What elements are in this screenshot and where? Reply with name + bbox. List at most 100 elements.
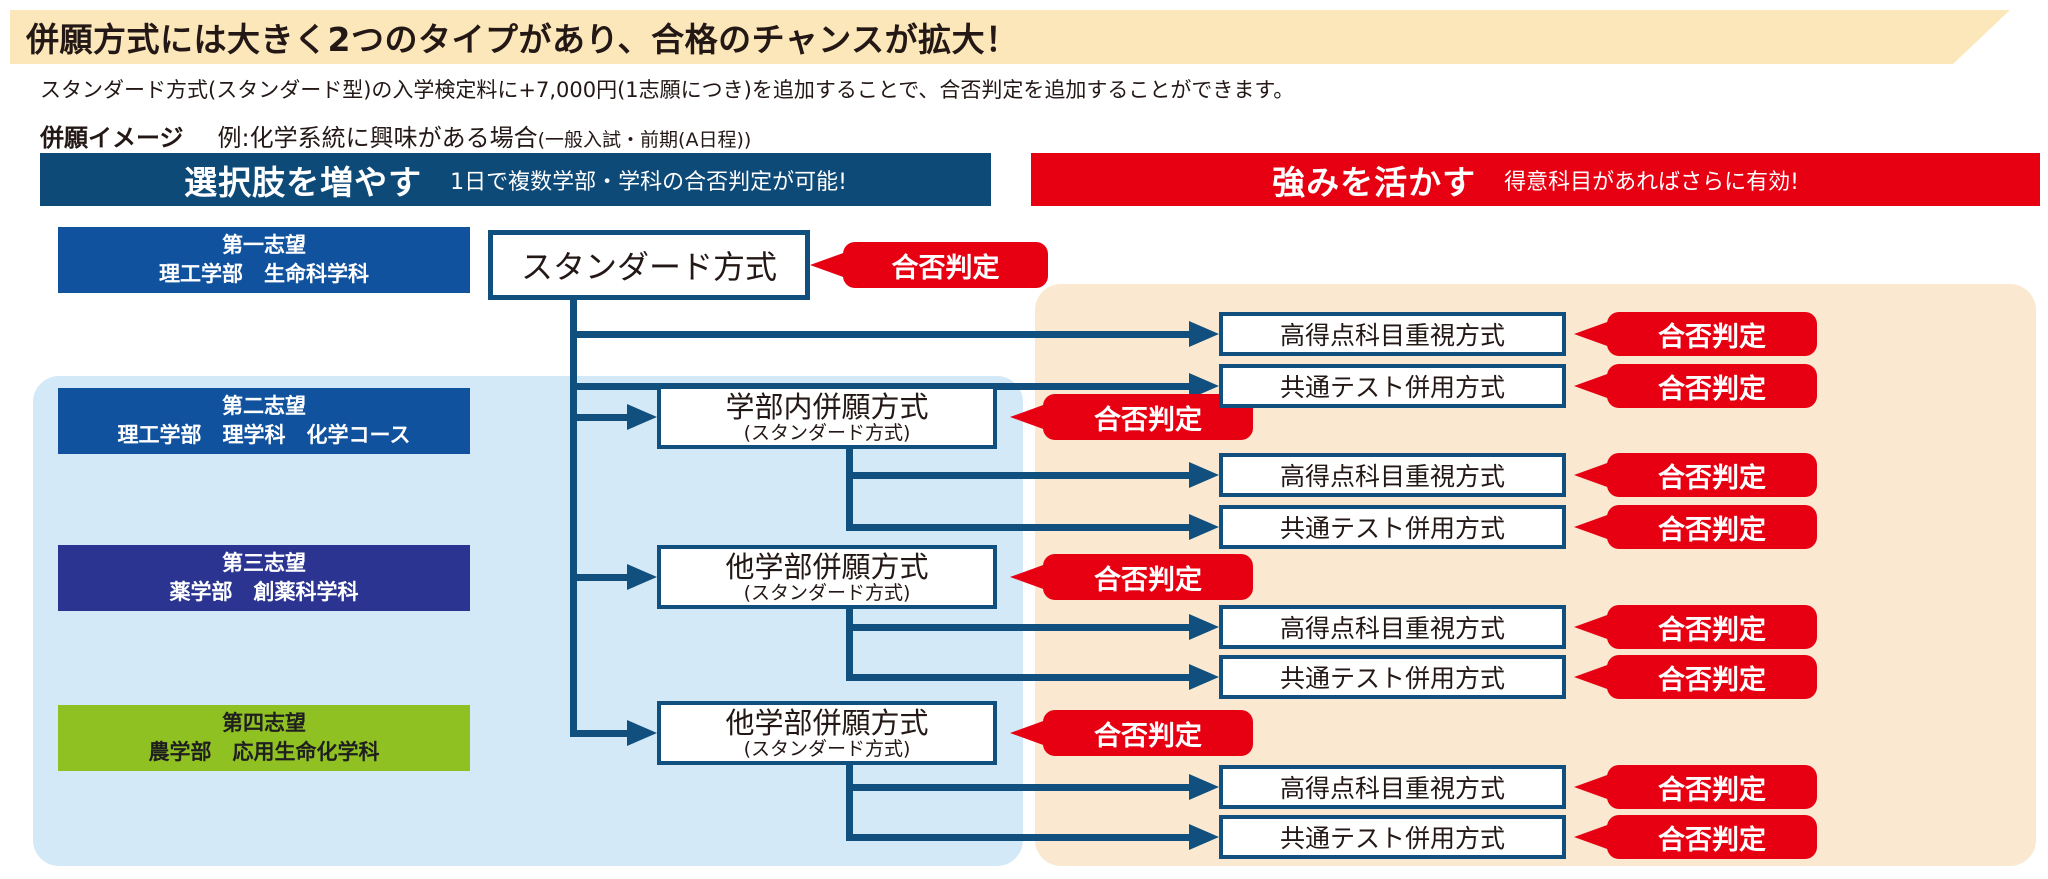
choice-box-3: 第三志望 薬学部 創薬科学科 <box>58 545 470 611</box>
method-2-subtitle: (スタンダード方式) <box>743 582 911 604</box>
submethod-g3-score: 高得点科目重視方式 <box>1219 605 1566 649</box>
submethod-g1-score: 高得点科目重視方式 <box>1219 312 1566 356</box>
submethod-label: 共通テスト併用方式 <box>1279 824 1505 853</box>
standard-method-box: スタンダード方式 <box>488 230 810 300</box>
branch-g3-common <box>846 674 1192 681</box>
branch-g4-score <box>846 784 1192 791</box>
choice-1-rank: 第一志望 <box>222 233 306 257</box>
branch-method-3 <box>570 730 630 737</box>
result-badge-method-3: 合否判定 <box>1043 710 1253 756</box>
submethod-g1-common: 共通テスト併用方式 <box>1219 364 1566 408</box>
example-label: 併願イメージ <box>40 124 184 152</box>
example-note: (一般入試・前期(A日程)) <box>537 129 752 151</box>
choice-1-dept: 理工学部 生命科学科 <box>159 262 369 286</box>
submethod-label: 共通テスト併用方式 <box>1279 514 1505 543</box>
submethod-label: 共通テスト併用方式 <box>1279 664 1505 693</box>
method-box-other-faculty-1: 他学部併願方式 (スタンダード方式) <box>657 545 997 609</box>
standard-method-label: スタンダード方式 <box>520 248 777 286</box>
result-badge-label: 合否判定 <box>1658 462 1766 494</box>
branch-g1-score <box>570 331 1192 338</box>
example-case: 例:化学系統に興味がある場合 <box>217 124 538 152</box>
method-2-title: 他学部併願方式 <box>725 550 929 584</box>
branch-method-1 <box>570 414 630 421</box>
arrowhead-g4-score <box>1189 774 1219 800</box>
result-badge-method-2: 合否判定 <box>1043 554 1253 600</box>
branch-g2-common <box>846 524 1192 531</box>
result-badge-label: 合否判定 <box>1658 664 1766 696</box>
choice-2-dept: 理工学部 理学科 化学コース <box>117 423 411 447</box>
arrowhead-g4-common <box>1189 824 1219 850</box>
header-left-subtitle: 1日で複数学部・学科の合否判定が可能! <box>450 169 847 195</box>
arrowhead-g1-score <box>1189 321 1219 347</box>
trunk-line <box>570 297 577 737</box>
arrowhead-g3-score <box>1189 614 1219 640</box>
result-badge-g3-common: 合否判定 <box>1607 655 1817 699</box>
submethod-g4-score: 高得点科目重視方式 <box>1219 765 1566 809</box>
stub-line-method-3 <box>846 765 853 841</box>
method-box-within-faculty: 学部内併願方式 (スタンダード方式) <box>657 385 997 449</box>
description-text: スタンダード方式(スタンダード型)の入学検定料に+7,000円(1志願につき)を… <box>40 78 1295 102</box>
method-box-other-faculty-2: 他学部併願方式 (スタンダード方式) <box>657 701 997 765</box>
submethod-g3-common: 共通テスト併用方式 <box>1219 655 1566 699</box>
choice-4-rank: 第四志望 <box>222 711 306 735</box>
submethod-label: 共通テスト併用方式 <box>1279 373 1505 402</box>
method-3-subtitle: (スタンダード方式) <box>743 738 911 760</box>
header-right-subtitle: 得意科目があればさらに有効! <box>1504 169 1799 195</box>
choice-3-rank: 第三志望 <box>222 551 306 575</box>
choice-box-4: 第四志望 農学部 応用生命化学科 <box>58 705 470 771</box>
stub-line-method-1 <box>846 449 853 531</box>
arrowhead-g3-common <box>1189 664 1219 690</box>
result-badge-g2-score: 合否判定 <box>1607 453 1817 497</box>
result-badge-label: 合否判定 <box>891 252 1000 284</box>
method-1-title: 学部内併願方式 <box>725 390 929 424</box>
choice-2-rank: 第二志望 <box>222 394 306 418</box>
header-increase-options: 選択肢を増やす 1日で複数学部・学科の合否判定が可能! <box>40 153 991 206</box>
result-badge-method-1: 合否判定 <box>1043 394 1253 440</box>
result-badge-label: 合否判定 <box>1658 373 1766 405</box>
result-badge-label: 合否判定 <box>1658 514 1766 546</box>
result-badge-label: 合否判定 <box>1094 720 1202 752</box>
branch-g2-score <box>846 472 1192 479</box>
arrowhead-method-1 <box>627 404 657 430</box>
choice-3-dept: 薬学部 創薬科学科 <box>169 580 359 604</box>
result-badge-g1-common: 合否判定 <box>1607 364 1817 408</box>
example-line: 併願イメージ 例:化学系統に興味がある場合 (一般入試・前期(A日程)) <box>40 118 751 153</box>
result-badge-g2-common: 合否判定 <box>1607 505 1817 549</box>
result-badge-label: 合否判定 <box>1658 614 1766 646</box>
result-badge-label: 合否判定 <box>1658 774 1766 806</box>
branch-method-2 <box>570 574 630 581</box>
choice-box-1: 第一志望 理工学部 生命科学科 <box>58 227 470 293</box>
arrowhead-method-3 <box>627 720 657 746</box>
branch-g3-score <box>846 624 1192 631</box>
submethod-label: 高得点科目重視方式 <box>1279 774 1505 803</box>
method-3-title: 他学部併願方式 <box>725 706 929 740</box>
result-badge-g3-score: 合否判定 <box>1607 605 1817 649</box>
arrowhead-g2-common <box>1189 514 1219 540</box>
result-badge-g1-score: 合否判定 <box>1607 312 1817 356</box>
arrowhead-method-2 <box>627 564 657 590</box>
branch-g4-common <box>846 834 1192 841</box>
result-badge-label: 合否判定 <box>1094 564 1202 596</box>
arrowhead-g2-score <box>1189 462 1219 488</box>
method-1-subtitle: (スタンダード方式) <box>743 422 911 444</box>
submethod-g4-common: 共通テスト併用方式 <box>1219 815 1566 859</box>
result-badge-label: 合否判定 <box>1094 404 1202 436</box>
submethod-label: 高得点科目重視方式 <box>1279 614 1505 643</box>
header-right-title: 強みを活かす <box>1272 162 1477 202</box>
title-banner: 併願方式には大きく2つのタイプがあり、合格のチャンスが拡大！ <box>10 10 2010 64</box>
result-badge-g4-common: 合否判定 <box>1607 815 1817 859</box>
result-badge-standard: 合否判定 <box>843 242 1048 288</box>
stub-line-method-2 <box>846 609 853 681</box>
result-badge-g4-score: 合否判定 <box>1607 765 1817 809</box>
submethod-label: 高得点科目重視方式 <box>1279 462 1505 491</box>
page-title: 併願方式には大きく2つのタイプがあり、合格のチャンスが拡大！ <box>26 20 1019 59</box>
submethod-g2-score: 高得点科目重視方式 <box>1219 453 1566 497</box>
submethod-label: 高得点科目重視方式 <box>1279 321 1505 350</box>
choice-box-2: 第二志望 理工学部 理学科 化学コース <box>58 388 470 454</box>
result-badge-label: 合否判定 <box>1658 321 1766 353</box>
header-use-strengths: 強みを活かす 得意科目があればさらに有効! <box>1031 153 2040 206</box>
submethod-g2-common: 共通テスト併用方式 <box>1219 505 1566 549</box>
header-left-title: 選択肢を増やす <box>184 162 423 202</box>
result-badge-label: 合否判定 <box>1658 824 1766 856</box>
